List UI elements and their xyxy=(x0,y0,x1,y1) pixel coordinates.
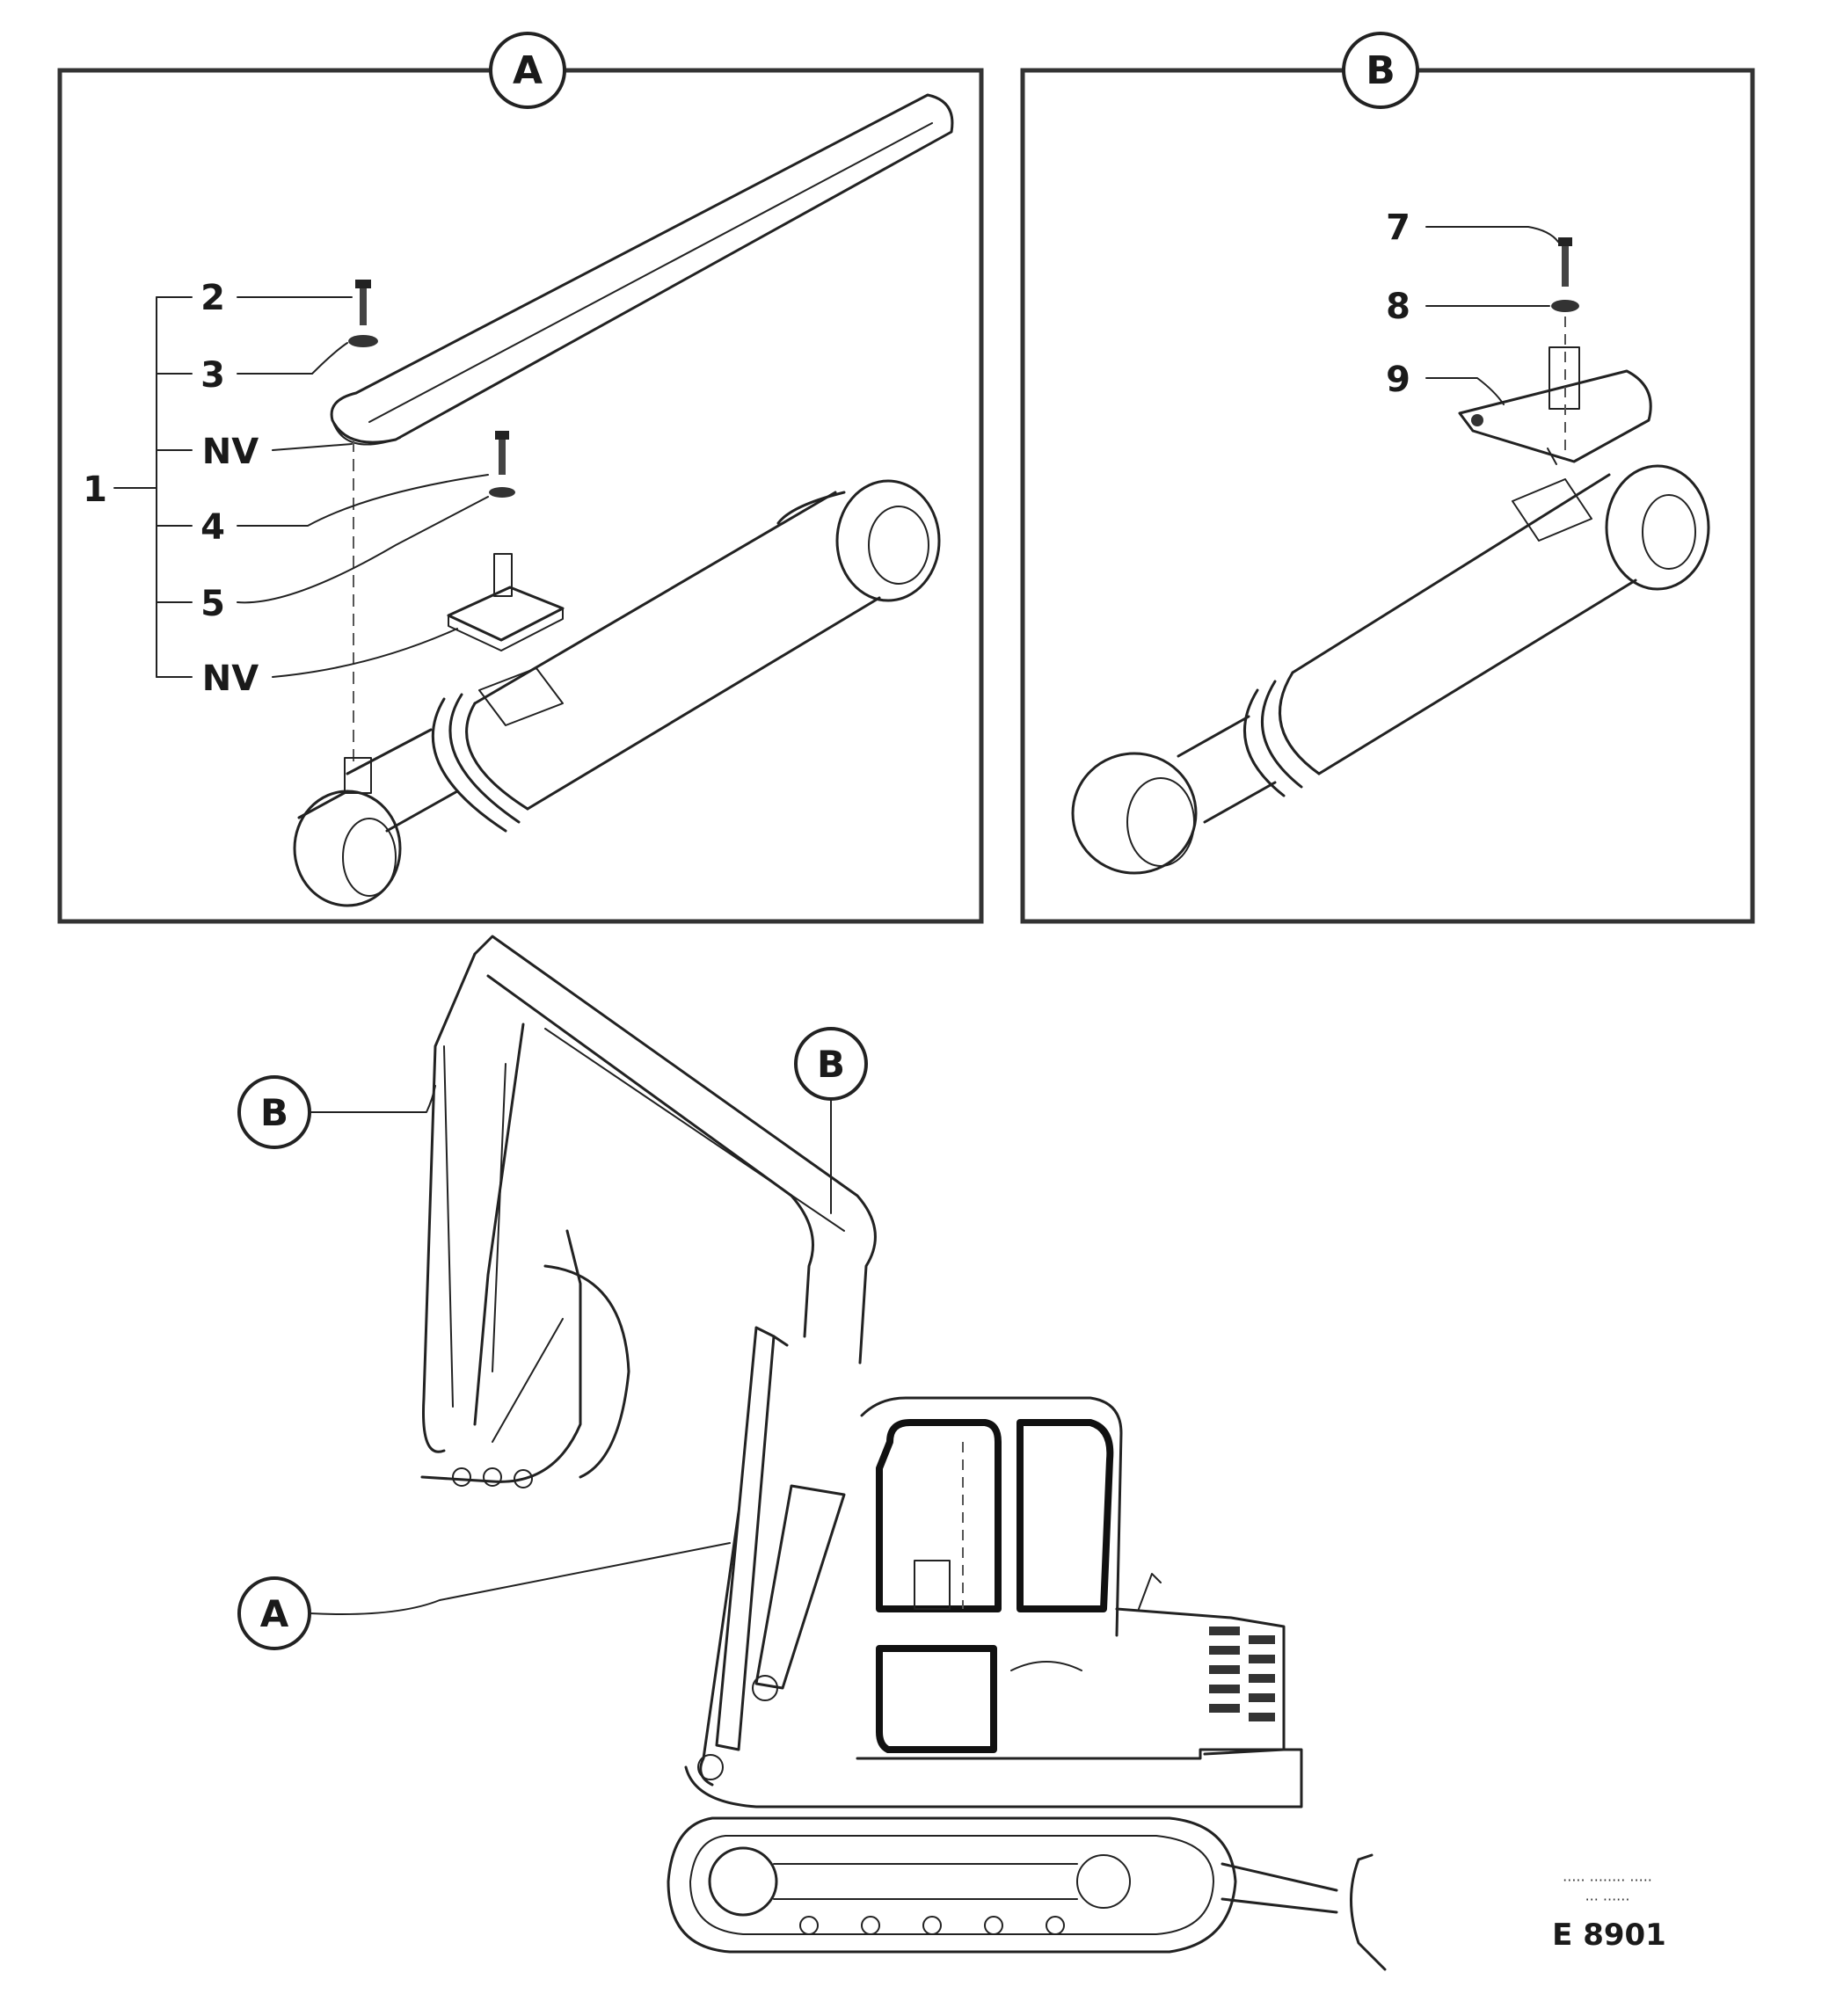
figure-reference: ····· ········ ····· ··· ······ E 8901 xyxy=(1552,1872,1666,1953)
callout-nv-upper: NV xyxy=(202,432,259,472)
engine-vent-icon xyxy=(1209,1627,1275,1721)
callout-b-arm: B xyxy=(237,1075,436,1149)
figure-ref-code: E 8901 xyxy=(1552,1918,1666,1953)
callout-a-cylinder: A xyxy=(237,1542,731,1650)
callout-nv-lower: NV xyxy=(202,659,259,699)
callout-3: 3 xyxy=(200,355,225,396)
panel-a-label: A xyxy=(513,48,543,93)
callout-b-boom-label: B xyxy=(817,1043,845,1086)
callout-4: 4 xyxy=(200,507,225,548)
figure-ref-small-1: ····· ········ ····· xyxy=(1563,1872,1652,1889)
callout-7: 7 xyxy=(1386,207,1410,248)
callout-9: 9 xyxy=(1386,360,1410,400)
panel-b-frame xyxy=(1020,68,1755,924)
panel-b-badge xyxy=(1342,32,1419,109)
boom-cover-plate xyxy=(330,93,954,446)
callout-a-cylinder-label: A xyxy=(260,1592,289,1635)
hydraulic-cylinder-a xyxy=(293,479,941,907)
hydraulic-cylinder-b xyxy=(1071,464,1710,875)
panel-a-badge xyxy=(489,32,566,109)
bolt-4-icon xyxy=(489,431,515,498)
callout-b-arm-label: B xyxy=(260,1091,288,1134)
callout-2: 2 xyxy=(200,278,225,318)
panel-a: A xyxy=(57,32,984,924)
callout-b-boom: B xyxy=(794,1027,868,1214)
boom-cylinder xyxy=(697,1326,789,1787)
excavator-bucket xyxy=(420,1229,630,1488)
panel-a-frame xyxy=(57,68,984,924)
callout-5: 5 xyxy=(200,584,225,624)
excavator-overview: B B A xyxy=(237,935,1387,1971)
bolt-7-icon xyxy=(1551,237,1579,312)
bolt-2-icon xyxy=(348,280,378,347)
callout-8: 8 xyxy=(1386,287,1410,327)
figure-ref-small-2: ··· ······ xyxy=(1585,1891,1630,1908)
excavator-arm xyxy=(422,952,525,1453)
swing-cylinder xyxy=(752,1484,846,1701)
panel-b-leaders xyxy=(1425,226,1559,405)
track-undercarriage xyxy=(667,1816,1237,1954)
callout-1: 1 xyxy=(83,469,107,510)
excavator-boom xyxy=(473,935,877,1365)
panel-b: B xyxy=(1020,32,1755,924)
panel-b-label: B xyxy=(1366,48,1395,93)
bracket-5 xyxy=(447,553,565,651)
excavator-cab xyxy=(860,1396,1123,1753)
dozer-blade xyxy=(1221,1853,1387,1971)
panel-a-leaders xyxy=(113,296,489,678)
upper-structure xyxy=(684,1573,1303,1809)
